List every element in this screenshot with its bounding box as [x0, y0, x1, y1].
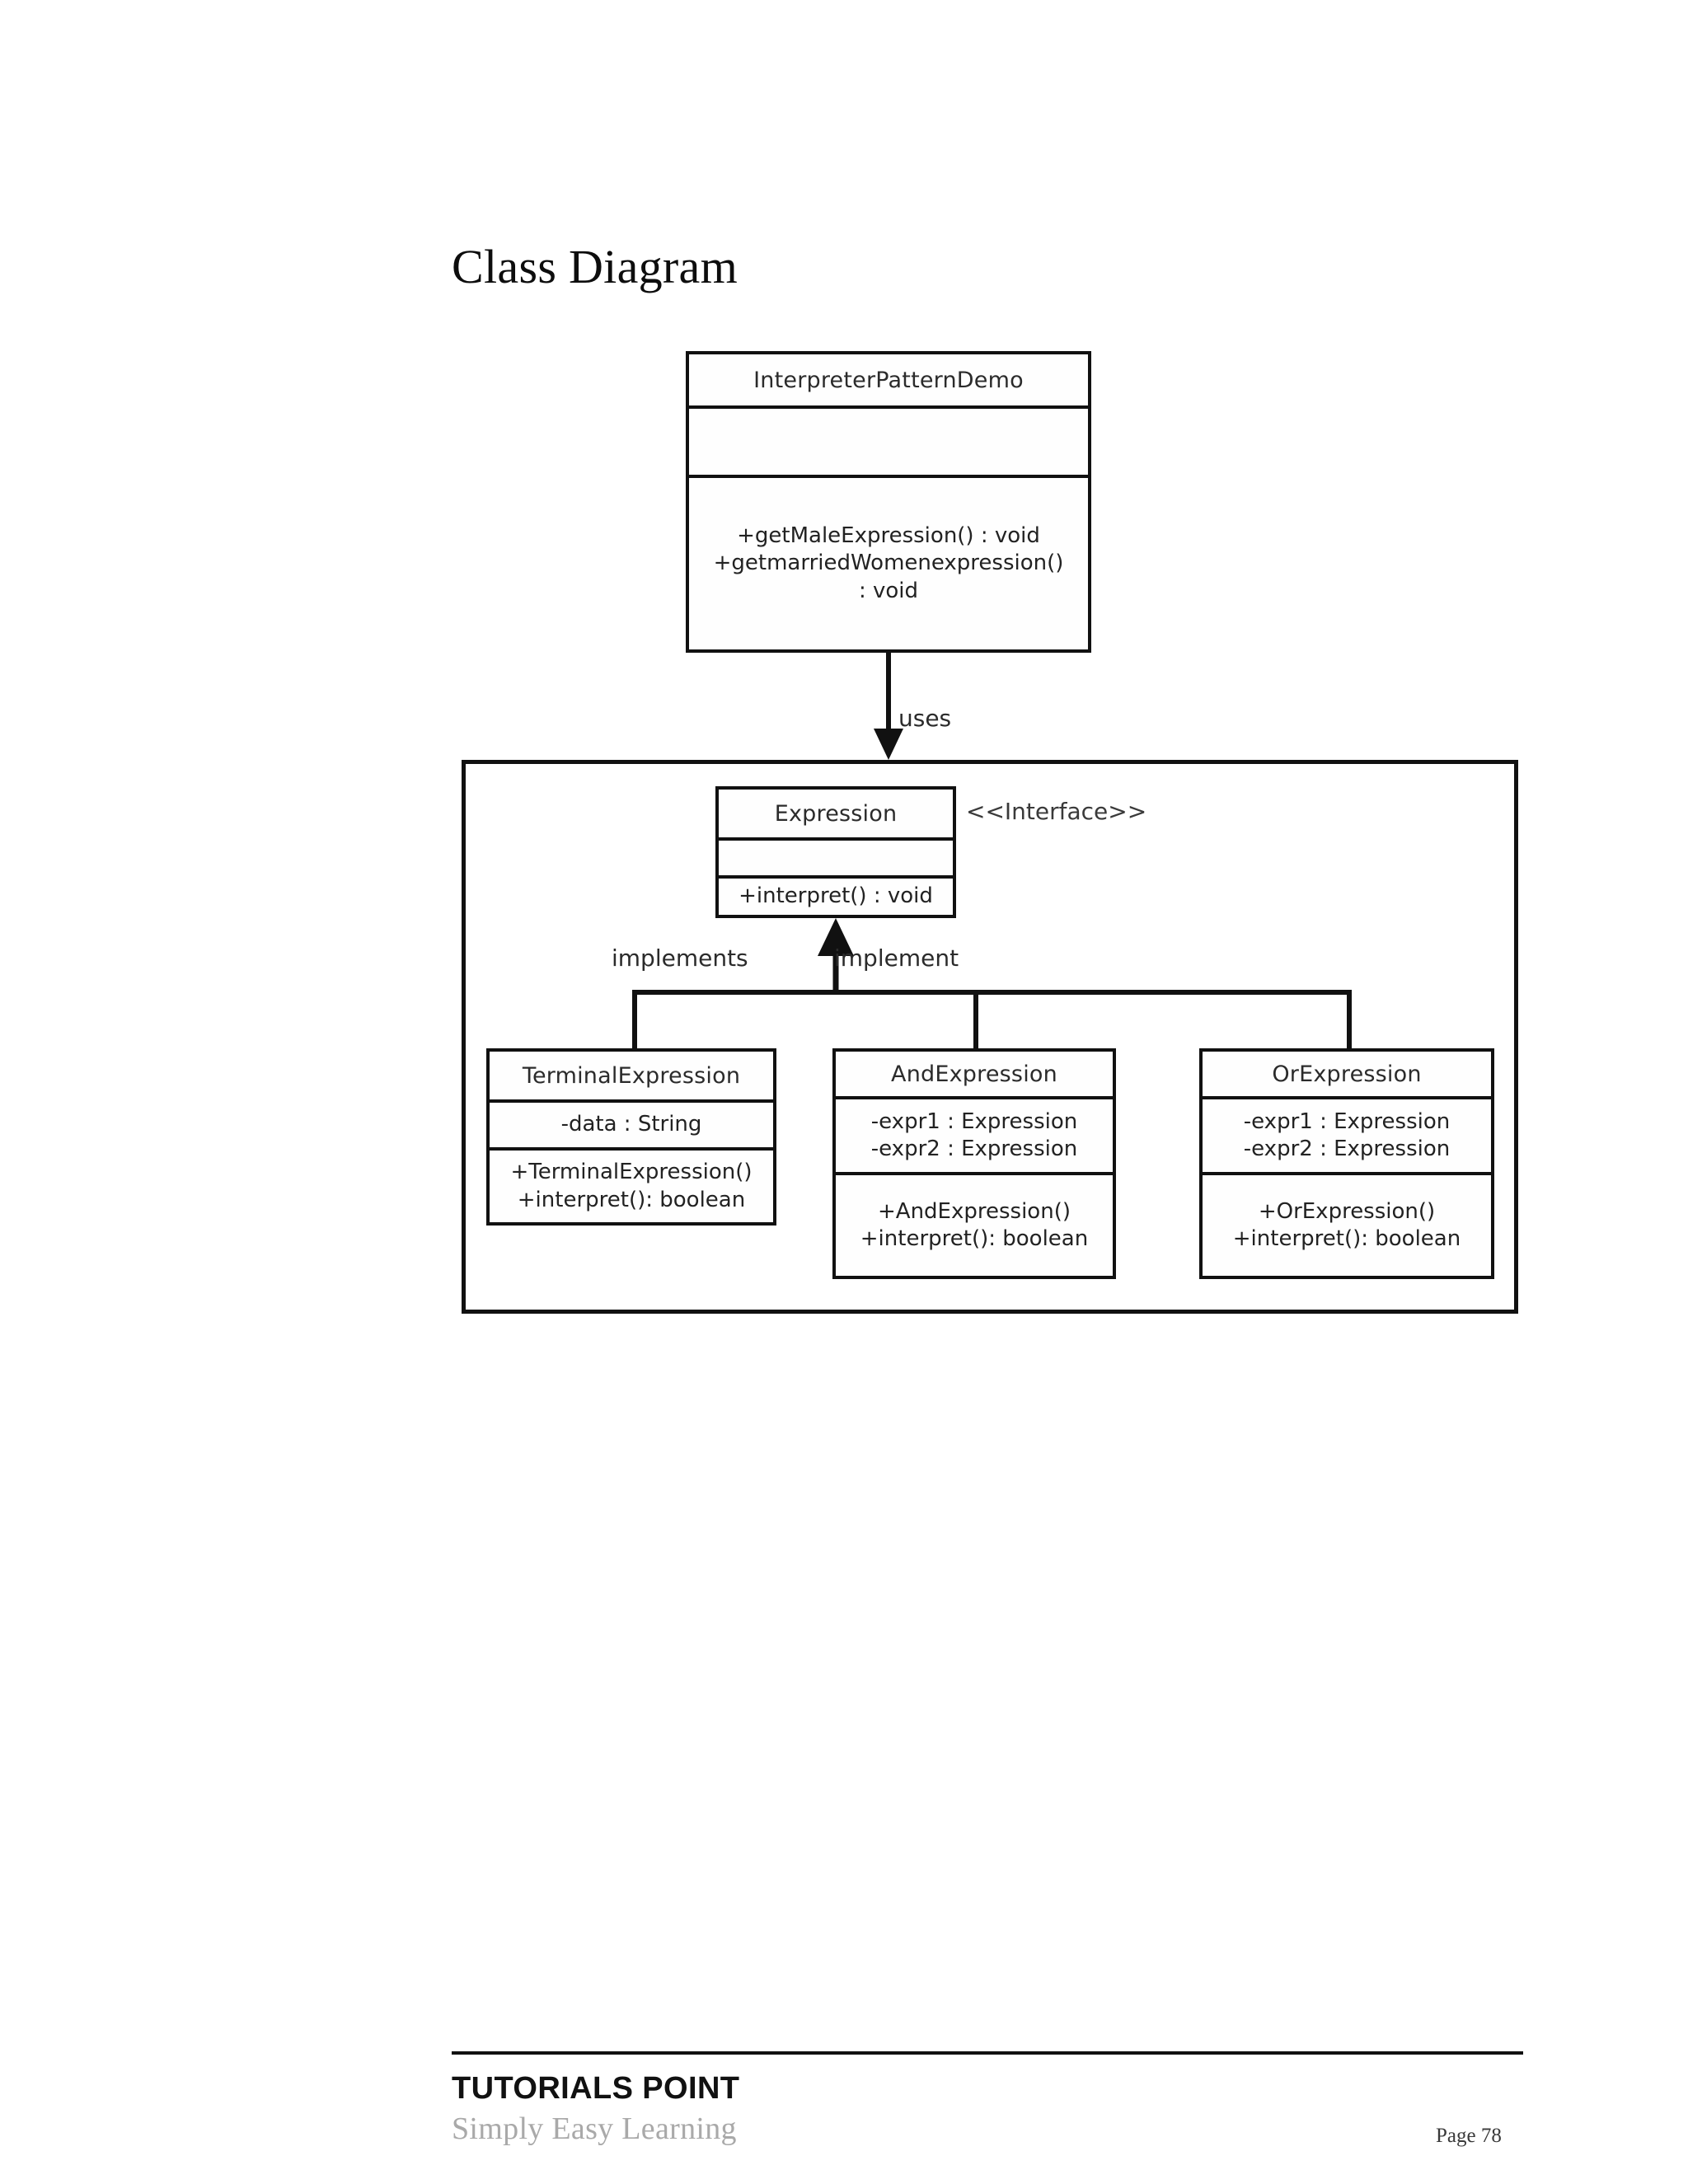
footer-page-number: Page 78 [1436, 2125, 1502, 2147]
package-container-frame [462, 760, 1518, 1314]
attribute-line: -data : String [560, 1112, 702, 1137]
class-name-label: Expression [774, 800, 898, 827]
class-name-compartment: AndExpression [836, 1052, 1113, 1096]
class-name-label: AndExpression [891, 1061, 1057, 1087]
class-attributes-compartment: -data : String [490, 1099, 773, 1147]
operation-line: +interpret(): boolean [1232, 1226, 1461, 1251]
class-attributes-compartment: -expr1 : Expression -expr2 : Expression [836, 1096, 1113, 1172]
uses-arrowhead [874, 729, 903, 760]
page-title: Class Diagram [452, 240, 738, 293]
class-operations-compartment: +getMaleExpression() : void +getmarriedW… [689, 475, 1088, 649]
class-name-compartment: Expression [719, 790, 953, 837]
edge-label-implement: implement [834, 944, 959, 972]
class-name-label: OrExpression [1272, 1061, 1422, 1087]
operation-line: +AndExpression() [878, 1198, 1071, 1224]
attribute-line: -expr2 : Expression [1243, 1137, 1451, 1161]
operation-line: +getmarriedWomenexpression() [713, 551, 1064, 576]
operation-line: +TerminalExpression() [510, 1160, 753, 1185]
class-box-interpreter-pattern-demo[interactable]: InterpreterPatternDemo +getMaleExpressio… [686, 351, 1091, 653]
class-attributes-compartment [719, 837, 953, 875]
class-operations-compartment: +interpret() : void [719, 875, 953, 915]
class-box-and-expression[interactable]: AndExpression -expr1 : Expression -expr2… [832, 1048, 1116, 1279]
operation-line: : void [858, 578, 919, 603]
edge-label-implements: implements [612, 944, 748, 972]
footer-divider [452, 2051, 1523, 2055]
operation-line: +getMaleExpression() : void [737, 523, 1040, 549]
operation-line: +interpret(): boolean [860, 1226, 1089, 1251]
class-name-compartment: InterpreterPatternDemo [689, 354, 1088, 405]
class-box-terminal-expression[interactable]: TerminalExpression -data : String +Termi… [486, 1048, 776, 1226]
operation-line: +OrExpression() [1258, 1198, 1436, 1224]
footer-brand: TUTORIALS POINT [452, 2071, 740, 2106]
class-name-label: InterpreterPatternDemo [753, 367, 1024, 393]
footer-tagline: Simply Easy Learning [452, 2111, 737, 2146]
stereotype-label-interface: <<Interface>> [966, 798, 1147, 825]
attribute-line: -expr2 : Expression [870, 1137, 1078, 1161]
class-operations-compartment: +AndExpression() +interpret(): boolean [836, 1172, 1113, 1276]
class-operations-compartment: +TerminalExpression() +interpret(): bool… [490, 1147, 773, 1222]
uml-class-diagram: InterpreterPatternDemo +getMaleExpressio… [462, 351, 1518, 1314]
edge-label-uses: uses [898, 705, 952, 732]
class-attributes-compartment [689, 405, 1088, 475]
class-name-compartment: TerminalExpression [490, 1052, 773, 1099]
class-box-expression[interactable]: Expression +interpret() : void [715, 786, 956, 918]
class-name-compartment: OrExpression [1203, 1052, 1491, 1096]
operation-line: +interpret() : void [738, 883, 933, 909]
class-name-label: TerminalExpression [522, 1062, 741, 1089]
class-attributes-compartment: -expr1 : Expression -expr2 : Expression [1203, 1096, 1491, 1172]
operation-line: +interpret(): boolean [517, 1187, 746, 1212]
class-operations-compartment: +OrExpression() +interpret(): boolean [1203, 1172, 1491, 1276]
class-box-or-expression[interactable]: OrExpression -expr1 : Expression -expr2 … [1199, 1048, 1494, 1279]
attribute-line: -expr1 : Expression [1243, 1108, 1451, 1134]
attribute-line: -expr1 : Expression [870, 1108, 1078, 1134]
